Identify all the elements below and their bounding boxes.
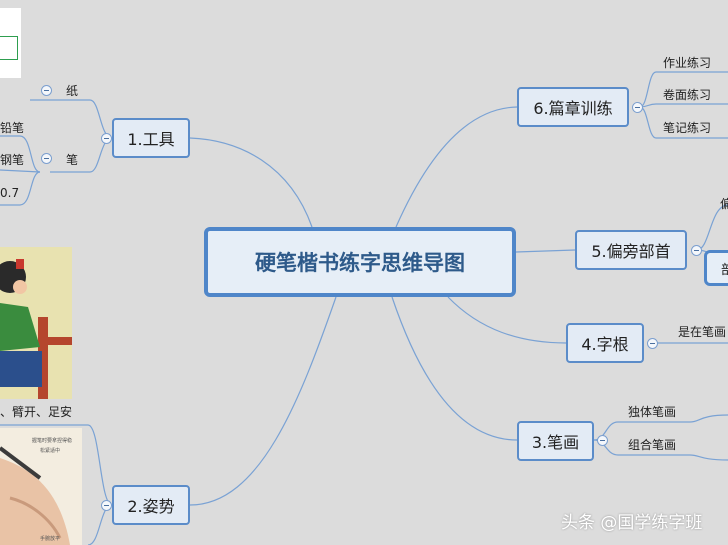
collapse-radical-icon[interactable] [691,245,702,256]
sitting-posture-image [0,247,72,399]
leaf-pen-size[interactable]: 0.7 [0,186,20,200]
branch-strokes[interactable]: 3.笔画 [517,421,594,461]
leaf-radical-box[interactable]: 部 [704,250,728,286]
handwriting-grid-thumbnail [0,8,21,78]
collapse-paper-icon[interactable] [41,85,52,96]
branch-passage[interactable]: 6.篇章训练 [517,87,629,127]
leaf-pen[interactable]: 笔 [66,153,79,167]
svg-text:松紧适中: 松紧适中 [40,447,60,454]
collapse-passage-icon[interactable] [632,102,643,113]
leaf-notes[interactable]: 笔记练习 [663,121,712,135]
leaf-paper[interactable]: 纸 [66,84,79,98]
svg-text:手腕放平: 手腕放平 [40,535,60,542]
leaf-posture-rule[interactable]: 、臂开、足安 [0,405,73,419]
collapse-posture-icon[interactable] [101,500,112,511]
branch-radical[interactable]: 5.偏旁部首 [575,230,687,270]
leaf-single-stroke[interactable]: 独体笔画 [628,405,677,419]
leaf-exam[interactable]: 卷面练习 [663,88,712,102]
watermark: 头条 @国学练字班 [561,513,703,533]
leaf-root-desc[interactable]: 是在笔画 [678,325,727,339]
leaf-radical-box-label: 部 [721,262,728,278]
leaf-fountain-pen[interactable]: 钢笔 [0,153,25,167]
leaf-combined-stroke[interactable]: 组合笔画 [628,438,677,452]
branch-tools[interactable]: 1.工具 [112,118,190,158]
central-topic[interactable]: 硬笔楷书练字思维导图 [204,227,516,297]
collapse-pen-icon[interactable] [41,153,52,164]
branch-posture[interactable]: 2.姿势 [112,485,190,525]
leaf-homework[interactable]: 作业练习 [663,56,712,70]
pen-grip-image: 握笔时要拿捏得稳 松紧适中 手腕放平 [0,428,82,545]
branch-root[interactable]: 4.字根 [566,323,644,363]
collapse-tools-icon[interactable] [101,133,112,144]
svg-text:握笔时要拿捏得稳: 握笔时要拿捏得稳 [32,437,72,444]
collapse-root-icon[interactable] [647,338,658,349]
leaf-radical-top[interactable]: 偏 [720,197,728,211]
leaf-pencil[interactable]: 铅笔 [0,121,25,135]
collapse-strokes-icon[interactable] [597,435,608,446]
